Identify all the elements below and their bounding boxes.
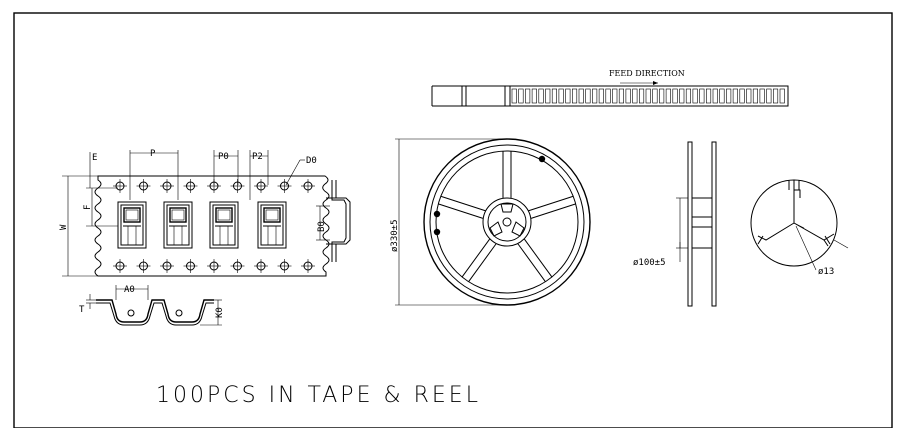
- reel-spoke: [528, 195, 574, 212]
- caption: 100PCS IN TAPE & REEL: [156, 383, 481, 408]
- reel-spoke: [438, 203, 484, 219]
- dim-t-label: T: [79, 305, 85, 315]
- reel-spoke: [523, 238, 553, 278]
- component-pocket: [257, 201, 287, 249]
- tape-side-section: B0: [316, 180, 351, 262]
- dim-p0-label: P0: [218, 152, 229, 162]
- dim-k0-label: K0: [215, 307, 225, 318]
- reel-diameter-label: ø330±5: [390, 219, 400, 252]
- tape-cross-section: A0 T K0: [79, 285, 225, 326]
- dim-p2-label: P2: [252, 152, 263, 162]
- feed-direction-label: FEED DIRECTION: [609, 69, 685, 78]
- feed-strip: FEED DIRECTION: [431, 69, 789, 107]
- reel-side-view: ø100±5: [633, 141, 717, 307]
- arbor-diameter-label: ø13: [818, 267, 834, 277]
- component-pocket: [163, 201, 193, 249]
- dim-p-label: P: [150, 149, 156, 159]
- dim-e-label: E: [92, 153, 97, 163]
- reel-spoke: [468, 243, 497, 283]
- reel-spoke: [461, 238, 491, 278]
- reel-spoke: [517, 243, 546, 283]
- dim-b0-label: B0: [317, 221, 327, 232]
- reel-spoke: [440, 195, 486, 212]
- hub-detail: ø13: [750, 179, 849, 277]
- component-pocket: [209, 201, 239, 249]
- dim-a0-label: A0: [124, 285, 135, 295]
- drawing-frame: [13, 12, 893, 428]
- component-pocket: [117, 201, 147, 249]
- dim-w-label: W: [59, 224, 69, 230]
- reel-front-view: ø330±5: [390, 138, 591, 306]
- tape-top-view: E P P0 P2 D0 W F: [59, 149, 330, 277]
- dim-d0-label: D0: [306, 156, 317, 166]
- dim-f-label: F: [83, 205, 93, 210]
- hub-diameter-label: ø100±5: [633, 258, 666, 268]
- reel-spoke: [530, 203, 576, 219]
